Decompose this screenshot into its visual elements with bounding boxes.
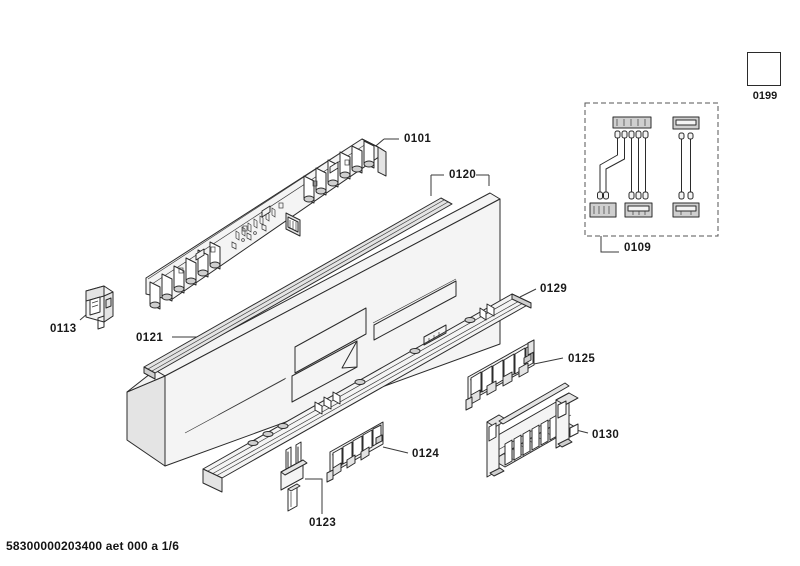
tool-badge-box xyxy=(747,52,781,86)
callout-0124: 0124 xyxy=(412,448,440,460)
harness-group-0109 xyxy=(584,102,719,237)
leader-0109 xyxy=(600,236,619,253)
leader-0129 xyxy=(519,288,537,298)
callout-0120: 0120 xyxy=(449,169,477,181)
pcb-keycap-row-right xyxy=(303,140,375,204)
callout-0121: 0121 xyxy=(136,332,164,344)
tool-badge-label: 0199 xyxy=(752,90,778,102)
part-0130-bracket-holder xyxy=(486,382,579,478)
leader-0124 xyxy=(382,446,409,454)
rail-lugs xyxy=(314,303,495,415)
part-0124-button-bank xyxy=(326,421,384,483)
leader-0120-drops xyxy=(430,175,490,196)
harness-a xyxy=(589,116,653,218)
leader-0123 xyxy=(305,478,323,514)
bracket-rib-walls xyxy=(504,414,558,466)
part-0101-control-panel-pcb xyxy=(145,138,387,310)
panel-window-cutouts xyxy=(291,280,457,403)
part-0121-trim-strip xyxy=(143,197,453,380)
pcb-smd-components xyxy=(231,207,276,250)
callout-0101: 0101 xyxy=(404,133,432,145)
button-bank-feet-left xyxy=(332,446,370,477)
pcb-mount-holes xyxy=(178,159,350,274)
leader-0125 xyxy=(533,357,564,365)
button-bank-feet xyxy=(470,362,529,405)
part-0123-push-button-latch xyxy=(280,441,308,512)
document-footer-text: 58300000203400 aet 000 a 1/6 xyxy=(6,539,180,553)
callout-0113: 0113 xyxy=(50,323,77,335)
callout-0129: 0129 xyxy=(540,283,568,295)
part-0129-handle-rail xyxy=(202,293,532,493)
callout-0130: 0130 xyxy=(592,429,620,441)
part-0120-door-front-panel xyxy=(126,192,501,467)
callout-0123: 0123 xyxy=(309,517,337,529)
part-0125-button-bank xyxy=(465,339,535,411)
pcb-edge-tabs xyxy=(195,161,339,261)
part-0113-mounting-clip xyxy=(85,285,114,330)
pcb-display-module xyxy=(285,212,301,237)
dashed-group-border xyxy=(584,102,719,237)
harness-b xyxy=(672,116,700,218)
callout-0125: 0125 xyxy=(568,353,596,365)
callout-0109: 0109 xyxy=(624,242,652,254)
rail-slots xyxy=(247,317,476,446)
